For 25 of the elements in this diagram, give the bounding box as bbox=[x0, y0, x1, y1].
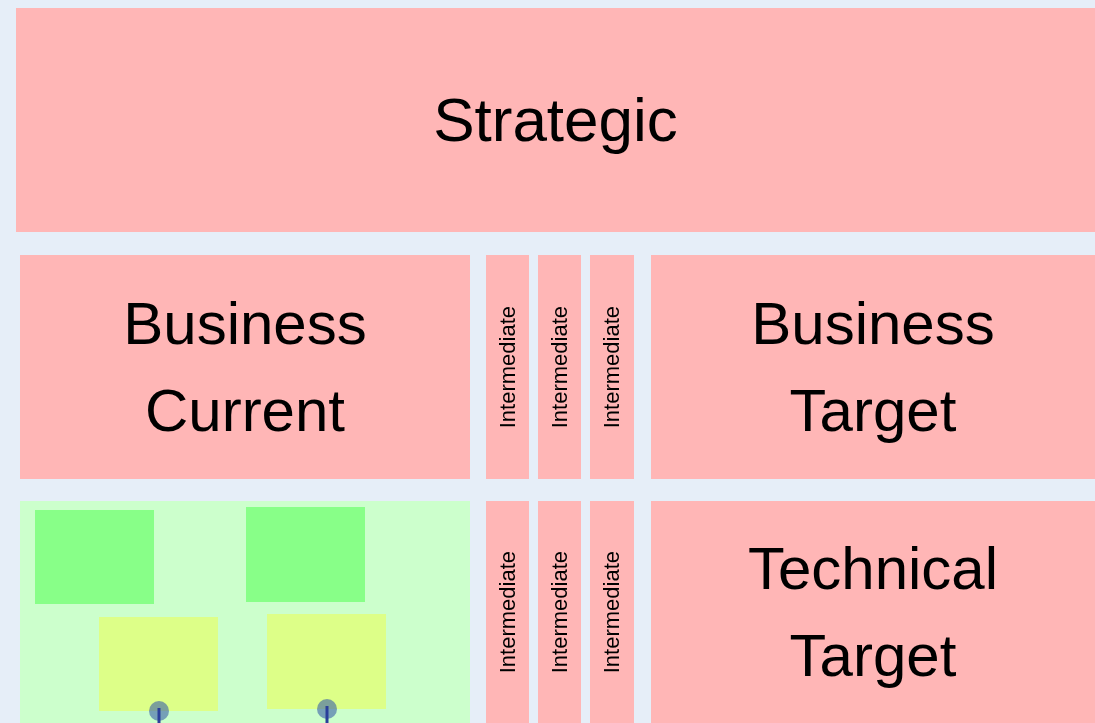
component-box bbox=[246, 507, 365, 602]
area-box bbox=[651, 255, 1095, 479]
area-box bbox=[20, 255, 470, 479]
area-panel bbox=[20, 501, 470, 723]
area-title: Business Current bbox=[122, 289, 368, 446]
stage-label: Intermediate bbox=[598, 550, 626, 674]
stage-label: Intermediate bbox=[545, 305, 573, 429]
stage-column bbox=[590, 501, 634, 723]
stage-label: Intermediate bbox=[545, 550, 573, 674]
component-box bbox=[99, 617, 218, 711]
area-box bbox=[651, 501, 1095, 723]
area-title: Business Target bbox=[750, 289, 996, 446]
stage-column bbox=[538, 255, 581, 479]
component-box bbox=[35, 510, 154, 604]
area-box bbox=[16, 8, 1095, 232]
stage-label: Intermediate bbox=[493, 305, 521, 429]
stage-label: Intermediate bbox=[493, 550, 521, 674]
stage-column bbox=[486, 255, 529, 479]
stage-column bbox=[486, 501, 529, 723]
stage-label: Intermediate bbox=[598, 305, 626, 429]
component-box bbox=[267, 614, 386, 709]
stage-column bbox=[538, 501, 581, 723]
area-title: Strategic bbox=[433, 84, 678, 157]
area-title: Technical Target bbox=[746, 534, 1000, 691]
stage-column bbox=[590, 255, 634, 479]
